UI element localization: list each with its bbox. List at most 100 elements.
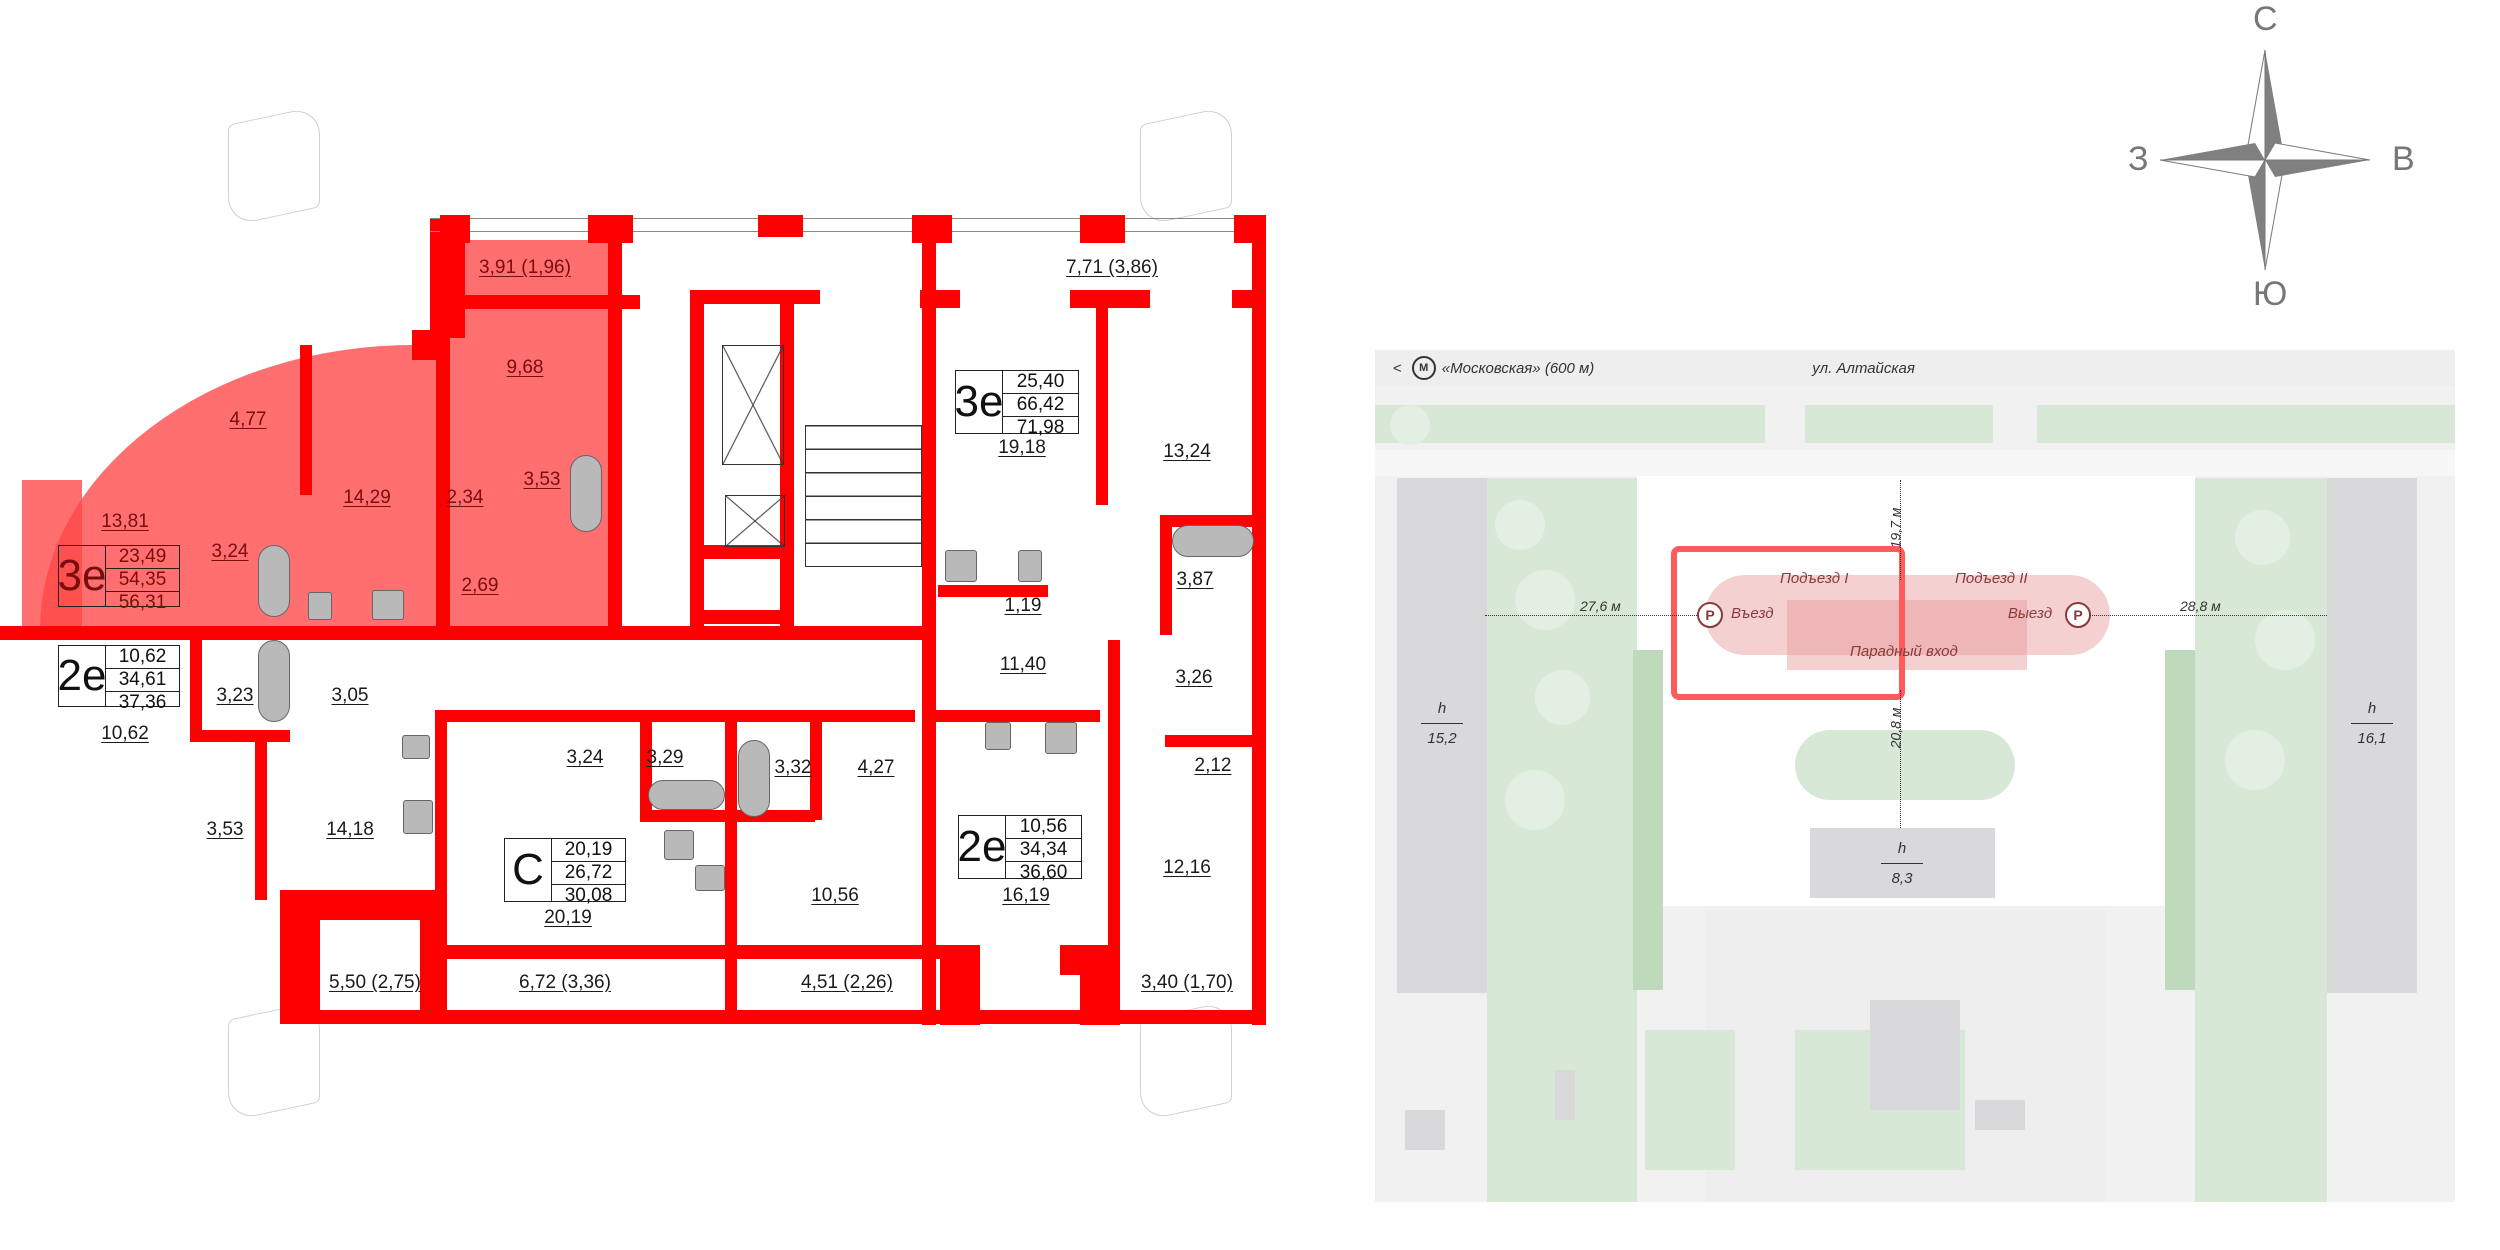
apartment-type: С: [505, 839, 552, 901]
room-area-label: 3,40 (1,70): [1141, 972, 1233, 993]
apartment-type: 3е: [58, 546, 106, 606]
living-area: 10,56: [1006, 816, 1081, 839]
room-area-label: 3,91 (1,96): [479, 257, 571, 278]
room-area-label: 3,32: [774, 757, 812, 778]
stove-icon: [1045, 722, 1077, 754]
bathtub-icon: [1172, 525, 1254, 557]
total-area-with-balcony: 37,36: [118, 692, 167, 713]
apartment-type: 2е: [958, 816, 1006, 878]
bathtub-icon: [258, 640, 290, 722]
elevator-shaft: [725, 495, 785, 547]
living-area: 20,19: [552, 839, 625, 862]
floor-plan: 3,91 (1,96) 7,71 (3,86) 9,68 4,77 14,29 …: [0, 105, 1266, 1122]
compass-rose: С Ю З В: [2128, 0, 2430, 320]
stove-icon: [403, 800, 433, 834]
apartment-type: 3е: [955, 371, 1003, 433]
stove-icon: [945, 550, 977, 582]
apartment-summary-studio[interactable]: С 20,19 26,72 30,08: [504, 838, 626, 906]
entrance-2-label: Подъезд II: [1955, 570, 2028, 587]
total-area: 26,72: [552, 862, 625, 885]
room-area-label: 14,29: [343, 487, 391, 508]
room-area-label: 3,53: [523, 469, 561, 490]
building-highlight-frame: [1671, 546, 1905, 700]
room-area-label: 3,05: [331, 685, 369, 706]
total-area-with-balcony: 36,60: [1019, 862, 1068, 883]
parking-entry-label: Въезд: [1731, 605, 1774, 622]
compass-west: З: [2128, 140, 2149, 178]
room-area-label: 14,18: [326, 819, 374, 840]
room-area-label: 3,23: [216, 685, 254, 706]
sink-icon: [402, 735, 430, 759]
room-area-label: 5,50 (2,75): [329, 972, 421, 993]
room-area-label: 6,72 (3,36): [519, 972, 611, 993]
room-area-label: 10,56: [811, 885, 859, 906]
room-area-label: 4,51 (2,26): [801, 972, 893, 993]
stove-icon: [372, 590, 404, 620]
room-area-label: 3,29: [646, 747, 684, 768]
bathtub-icon: [648, 780, 725, 810]
apartment-summary-3e-selected[interactable]: 3е 23,49 54,35 56,31: [58, 545, 180, 613]
entrance-1-label: Подъезд I: [1780, 570, 1849, 587]
total-area: 34,34: [1006, 839, 1081, 862]
sink-icon: [985, 722, 1011, 750]
total-area: 54,35: [106, 569, 179, 592]
room-area-label: 20,19: [544, 907, 592, 928]
main-entrance-label: Парадный вход: [1850, 643, 1958, 660]
distance-west: 27,6 м: [1580, 598, 1621, 614]
site-map: < M «Московская» (600 м) ул. Алтайская П…: [1375, 350, 2455, 1202]
room-area-label: 7,71 (3,86): [1066, 257, 1158, 278]
metro-station-label[interactable]: «Московская» (600 м): [1441, 359, 1595, 377]
living-area: 10,62: [106, 646, 179, 669]
room-area-label: 4,77: [229, 409, 267, 430]
sink-icon: [1018, 550, 1042, 582]
room-area-label: 3,24: [211, 541, 249, 562]
distance-north: 19,7 м: [1887, 507, 1904, 549]
room-area-label: 19,18: [998, 437, 1046, 458]
bathtub-icon: [570, 455, 602, 532]
living-area: 23,49: [106, 546, 179, 569]
watermark-logo: [228, 105, 320, 227]
bathtub-icon: [258, 545, 290, 617]
compass-east: В: [2392, 140, 2415, 178]
room-area-label: 3,53: [206, 819, 244, 840]
total-area: 66,42: [1003, 394, 1078, 417]
street-name: ул. Алтайская: [1812, 359, 1915, 377]
watermark-logo: [1140, 105, 1232, 227]
apartment-summary-3e[interactable]: 3е 25,40 66,42 71,98: [955, 370, 1079, 438]
room-area-label: 13,24: [1163, 441, 1211, 462]
apartment-type: 2е: [58, 646, 106, 706]
total-area-with-balcony: 30,08: [564, 885, 613, 906]
parking-exit-icon: P: [2065, 602, 2091, 628]
room-area-label: 4,27: [857, 757, 895, 778]
total-area: 34,61: [106, 669, 179, 692]
street-header: < M «Московская» (600 м) ул. Алтайская: [1375, 350, 2455, 386]
bathtub-icon: [738, 740, 770, 817]
room-area-label: 2,34: [446, 487, 484, 508]
room-area-label: 10,62: [101, 723, 149, 744]
room-area-label: 2,69: [461, 575, 499, 596]
room-area-label: 12,16: [1163, 857, 1211, 878]
elevator-shaft: [722, 345, 784, 465]
apartment-summary-2e-right[interactable]: 2е 10,56 34,34 36,60: [958, 815, 1082, 883]
metro-icon: M: [1411, 356, 1436, 380]
room-area-label: 1,19: [1004, 595, 1042, 616]
total-area-with-balcony: 71,98: [1016, 417, 1065, 438]
sink-icon: [308, 592, 332, 620]
distance-east: 28,8 м: [2180, 598, 2221, 614]
living-area: 25,40: [1003, 371, 1078, 394]
room-area-label: 13,81: [101, 511, 149, 532]
room-area-label: 2,12: [1194, 755, 1232, 776]
chevron-left-icon[interactable]: <: [1393, 359, 1402, 377]
room-area-label: 3,87: [1176, 569, 1214, 590]
compass-south: Ю: [2253, 275, 2288, 313]
sink-icon: [695, 865, 725, 891]
room-area-label: 3,24: [566, 747, 604, 768]
parking-entry-icon: P: [1697, 602, 1723, 628]
staircase: [805, 425, 922, 567]
stove-icon: [664, 830, 694, 860]
apartment-summary-2e[interactable]: 2е 10,62 34,61 37,36: [58, 645, 180, 713]
room-area-label: 9,68: [506, 357, 544, 378]
